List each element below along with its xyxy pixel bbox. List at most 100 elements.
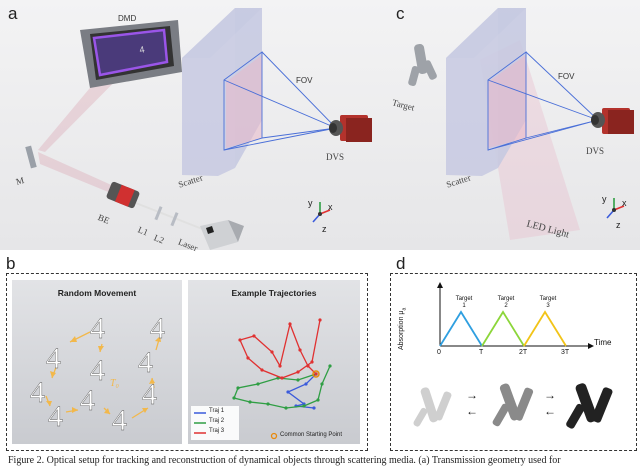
d-ylabel: Absorption μa bbox=[398, 307, 408, 350]
arrow-right-1: → bbox=[466, 388, 478, 402]
d-xlabel: Time bbox=[594, 338, 612, 347]
absorption-plot bbox=[437, 282, 594, 349]
traj-3-point bbox=[270, 350, 274, 354]
tick-3T: 3T bbox=[561, 349, 570, 356]
legend-traj3: Traj 3 bbox=[209, 428, 225, 434]
lens-l2 bbox=[170, 212, 179, 227]
dmd-label: DMD bbox=[118, 14, 137, 23]
traj-2-line bbox=[233, 365, 331, 409]
start-point-label: Common Starting Point bbox=[280, 432, 343, 438]
panel-c-illustration bbox=[408, 8, 634, 240]
traj-3-point bbox=[318, 318, 322, 322]
svg-text:4: 4 bbox=[150, 312, 165, 345]
traj-3-point bbox=[260, 368, 264, 372]
panel-d-label: d bbox=[396, 254, 406, 273]
traj-3-line bbox=[239, 319, 321, 379]
tick-T: T bbox=[479, 349, 484, 356]
panel-a-label: a bbox=[8, 4, 18, 23]
traj-2-point bbox=[232, 396, 236, 400]
example-trajectories-title: Example Trajectories bbox=[231, 288, 317, 298]
svg-text:4: 4 bbox=[138, 346, 153, 379]
fov-label-c: FOV bbox=[558, 72, 575, 81]
svg-text:4: 4 bbox=[80, 384, 95, 417]
traj-1-point bbox=[304, 382, 308, 386]
svg-text:4: 4 bbox=[90, 312, 105, 345]
traj-3-point bbox=[306, 364, 310, 368]
fov-label: FOV bbox=[296, 76, 313, 85]
traj-2-point bbox=[266, 402, 270, 406]
traj-2-point bbox=[248, 400, 252, 404]
t0-label: T₀ bbox=[110, 378, 120, 389]
svg-text:4: 4 bbox=[139, 44, 146, 55]
traj-3-point bbox=[310, 360, 314, 364]
dmd-device: 4 bbox=[80, 20, 182, 88]
panel-b-label: b bbox=[6, 254, 16, 273]
svg-text:4: 4 bbox=[142, 378, 157, 411]
traj-2-point bbox=[302, 404, 306, 408]
panel-c: c bbox=[380, 0, 640, 250]
axis-x-label-c: x bbox=[622, 198, 627, 208]
traj-3-point bbox=[296, 370, 300, 374]
example-trajectories-panel: Example Trajectories Traj 1 Traj 2 Traj … bbox=[188, 280, 360, 444]
target1-curve bbox=[439, 310, 483, 347]
traj-3-point bbox=[246, 356, 250, 360]
axis-z-label-c: z bbox=[616, 220, 621, 230]
dvs-label-c: DVS bbox=[586, 146, 605, 156]
frame-3 bbox=[566, 383, 613, 429]
legend-traj2: Traj 2 bbox=[209, 418, 225, 424]
panel-c-label: c bbox=[396, 4, 405, 23]
tick-0: 0 bbox=[437, 349, 441, 356]
mirror-m bbox=[25, 145, 37, 169]
axis-z-label: z bbox=[322, 224, 327, 234]
traj-3-point bbox=[298, 348, 302, 352]
scatter-slab-c bbox=[446, 8, 526, 176]
traj-3-point bbox=[314, 372, 318, 376]
target2-curve bbox=[481, 310, 525, 347]
traj-2-point bbox=[284, 406, 288, 410]
frame-2 bbox=[492, 383, 534, 427]
laser-box bbox=[200, 220, 244, 250]
svg-text:4: 4 bbox=[30, 376, 45, 409]
traj-3-point bbox=[288, 322, 292, 326]
beam-expander bbox=[106, 181, 140, 209]
dvs-camera-c bbox=[591, 108, 634, 134]
reconstruction-frames bbox=[413, 383, 613, 429]
arrow-left-1: ← bbox=[466, 404, 478, 418]
traj-2-point bbox=[256, 382, 260, 386]
panel-a-illustration: 4 bbox=[25, 8, 372, 250]
axes-a bbox=[312, 202, 331, 223]
legend-traj1: Traj 1 bbox=[209, 408, 225, 414]
arrow-left-2: ← bbox=[544, 404, 556, 418]
svg-text:4: 4 bbox=[112, 404, 127, 437]
target3-curve bbox=[523, 310, 567, 347]
random-movement-panel: Random Movement 4 4 4 bbox=[12, 280, 182, 444]
common-start-point bbox=[312, 370, 320, 378]
traj-3-point bbox=[280, 376, 284, 380]
traj-1-point bbox=[286, 390, 290, 394]
panel-d-box bbox=[390, 273, 637, 451]
svg-text:4: 4 bbox=[90, 354, 105, 387]
svg-text:4: 4 bbox=[46, 342, 61, 375]
target-figure bbox=[408, 43, 437, 87]
figure-caption: Figure 2. Optical setup for tracking and… bbox=[8, 455, 561, 466]
random-movement-title: Random Movement bbox=[57, 288, 137, 298]
traj-3-point bbox=[252, 334, 256, 338]
trajectories-plot bbox=[191, 318, 332, 440]
scatter-slab bbox=[182, 8, 262, 176]
random-movement-drawing: 4 4 4 4 4 4 4 4 4 4 bbox=[30, 312, 165, 437]
traj-3-point bbox=[278, 364, 282, 368]
svg-text:4: 4 bbox=[48, 400, 63, 433]
lens-l1 bbox=[154, 206, 163, 221]
traj-2-point bbox=[320, 382, 324, 386]
dvs-label: DVS bbox=[326, 152, 345, 162]
panel-b-box bbox=[6, 273, 368, 451]
traj-2-point bbox=[328, 364, 332, 368]
panel-a: a 4 bbox=[0, 0, 380, 253]
traj-2-point bbox=[236, 386, 240, 390]
axis-x-label: x bbox=[328, 202, 333, 212]
axes-c bbox=[606, 198, 625, 219]
axis-y-label: y bbox=[308, 198, 313, 208]
